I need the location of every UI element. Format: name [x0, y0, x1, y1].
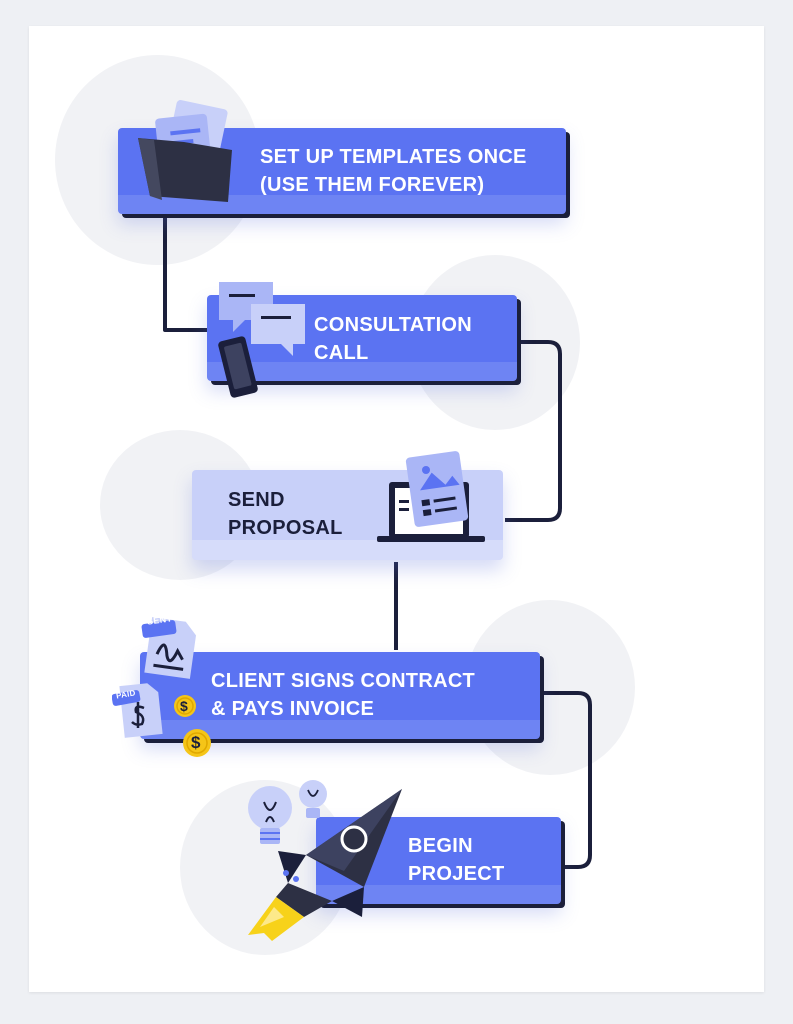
step-box-contract: CLIENT SIGNS CONTRACT & PAYS INVOICE: [140, 652, 540, 739]
phone-icon: [218, 336, 258, 398]
chat-bubbles-icon: [219, 282, 305, 356]
signed-contract-icon: [141, 617, 197, 679]
step-label-line1: CONSULTATION: [314, 314, 473, 336]
paid-invoice-icon: [112, 683, 163, 738]
step-label: CLIENT SIGNS CONTRACT & PAYS INVOICE: [211, 667, 475, 723]
lightbulb-icon: [248, 786, 292, 844]
step-label: BEGIN PROJECT: [408, 832, 505, 888]
rocket-icon: [248, 789, 402, 941]
step-label-line1: SET UP TEMPLATES ONCE: [260, 146, 527, 168]
lightbulb-icon: [299, 780, 327, 818]
coin-symbol: $: [191, 733, 201, 752]
step-label: SEND PROPOSAL: [228, 486, 343, 542]
step-box-templates: SET UP TEMPLATES ONCE (USE THEM FOREVER): [118, 128, 566, 214]
step-label: CONSULTATION CALL: [314, 311, 472, 367]
folder-icon: [138, 100, 232, 202]
step-label-line2: PROJECT: [408, 863, 505, 885]
step-label-line2: (USE THEM FOREVER): [260, 174, 485, 196]
step-label: SET UP TEMPLATES ONCE (USE THEM FOREVER): [260, 143, 527, 199]
step-label-line1: SEND: [228, 489, 285, 511]
step-label-line2: & PAYS INVOICE: [211, 698, 375, 720]
step-label-line2: CALL: [314, 342, 369, 364]
step-label-line1: BEGIN: [408, 835, 473, 857]
step-label-line2: PROPOSAL: [228, 517, 343, 539]
coin-icon: [174, 695, 196, 717]
step-label-line1: CLIENT SIGNS CONTRACT: [211, 670, 476, 692]
document-icon: [405, 451, 469, 527]
coin-symbol: $: [180, 698, 189, 714]
step-box-consultation: CONSULTATION CALL: [207, 295, 517, 381]
coin-icon: [183, 729, 211, 757]
